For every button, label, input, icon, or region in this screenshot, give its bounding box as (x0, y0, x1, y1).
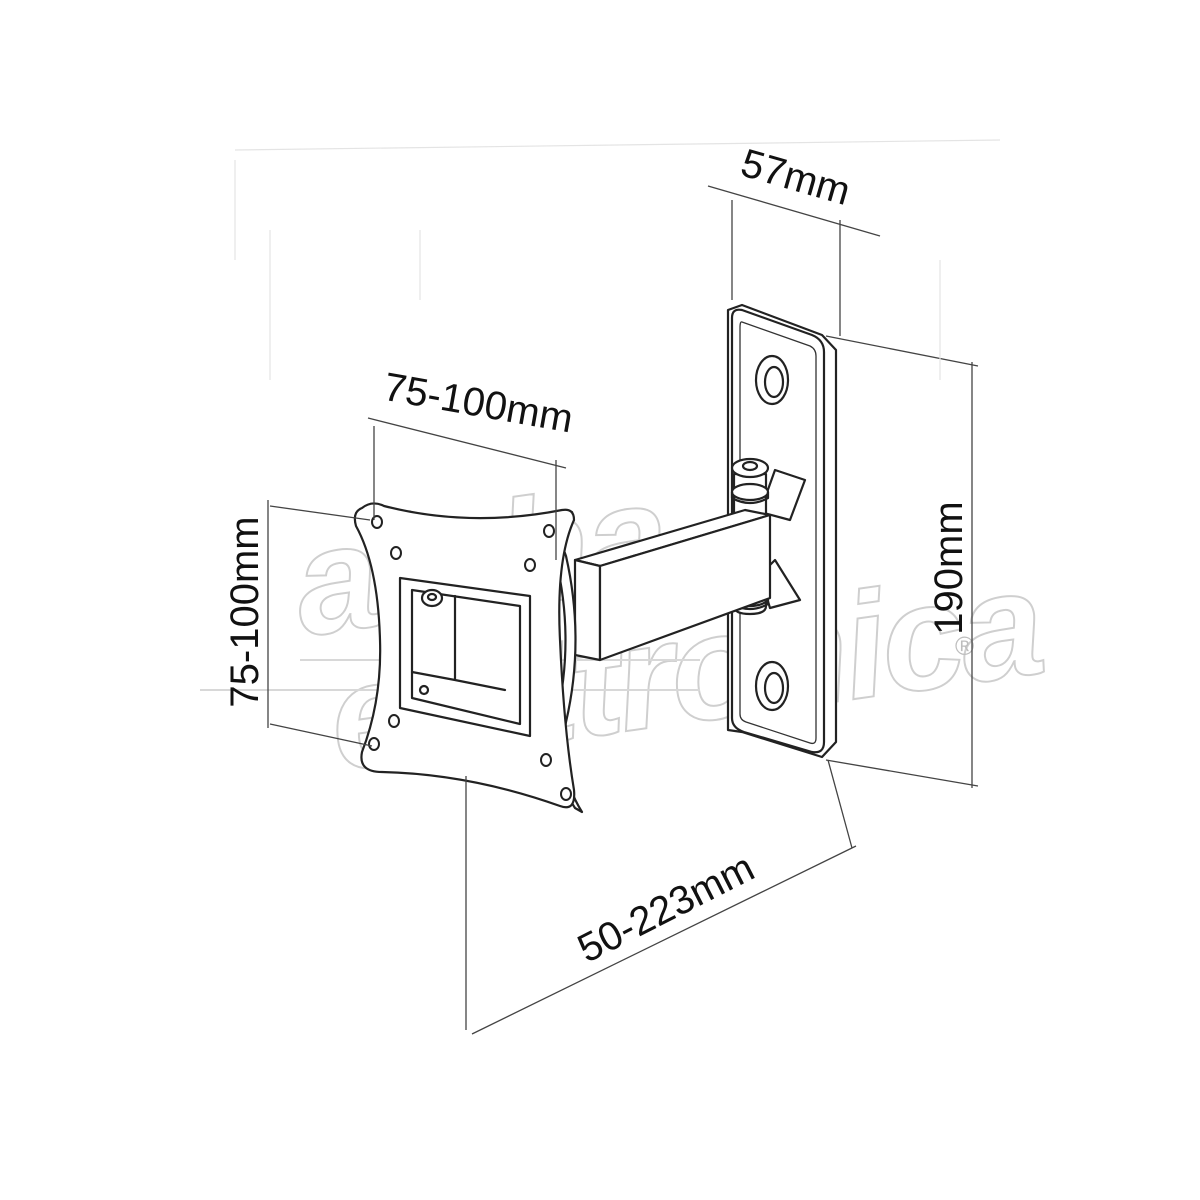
vesa-recess-screw (420, 588, 444, 608)
vesa-recess-outer (398, 576, 532, 738)
hinge-top-screw (741, 460, 759, 472)
wall-plate-bevel (739, 321, 817, 745)
dim-vesa-vertical-label: 75-100mm (223, 516, 267, 707)
vesa-recess-depth (410, 594, 507, 692)
arm-side-face (598, 513, 772, 662)
vesa-plate (353, 502, 584, 814)
vesa-recess-inner (410, 588, 522, 726)
dim-arm-extension: 50-223mm (465, 759, 857, 1035)
wall-plate-bottom-hole (754, 660, 790, 712)
swing-arm (573, 508, 772, 662)
dim-plate-height: 190mm (825, 335, 979, 788)
dim-top-width-label: 57mm (736, 141, 855, 214)
hinge-top-cap (730, 457, 770, 479)
arm-front-face (573, 558, 602, 662)
dim-arm-extension-label: 50-223mm (571, 845, 761, 971)
dim-vesa-vertical: 75-100mm (223, 500, 373, 747)
hinge-ring-1-edge (730, 490, 770, 505)
dim-vesa-horizontal-label: 75-100mm (380, 365, 576, 442)
wall-plate (726, 303, 838, 759)
wall-plate-top-hole (754, 354, 790, 406)
vesa-holes (368, 515, 572, 801)
dim-top-width: 57mm (707, 141, 881, 336)
wall-plate-face (730, 308, 826, 754)
watermark-registered: ® (955, 631, 974, 661)
dim-plate-height-label: 190mm (927, 501, 971, 634)
hinge-ring-1 (730, 482, 770, 502)
background-guides (234, 139, 1001, 380)
vesa-recess-hole (418, 684, 430, 696)
